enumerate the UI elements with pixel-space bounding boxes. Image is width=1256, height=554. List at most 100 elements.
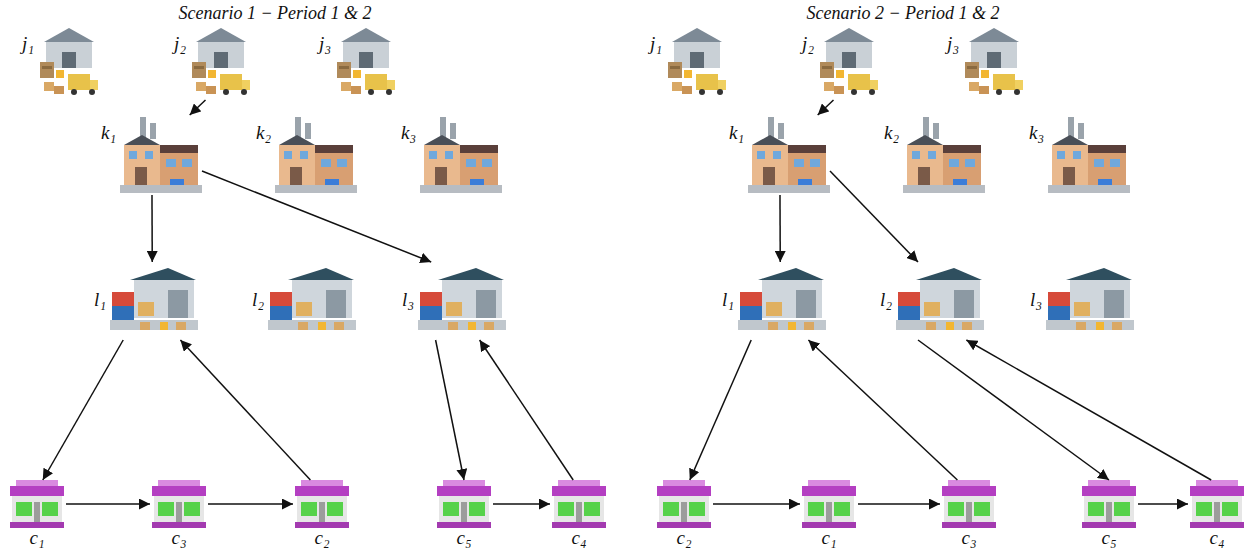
facility-label: j₂ <box>802 34 814 54</box>
customer-icon <box>152 480 206 528</box>
facility-label: l₂ <box>252 290 264 310</box>
facility-label: j₁ <box>22 34 34 54</box>
facility-node: c₄ <box>1188 480 1246 528</box>
supplier-icon <box>192 28 250 95</box>
facility-node: l₃ <box>418 262 506 340</box>
facility-node: j₃ <box>963 22 1025 100</box>
facility-label: j₁ <box>650 34 662 54</box>
factory-icon <box>275 117 357 193</box>
flow-arrow <box>190 100 206 115</box>
facility-node: j₃ <box>335 22 397 100</box>
facility-node: c₅ <box>1080 480 1138 528</box>
facility-node: c₁ <box>8 480 66 528</box>
facility-node: c₃ <box>940 480 998 528</box>
facility-node: j₁ <box>38 22 100 100</box>
flow-arrow <box>690 340 751 480</box>
customer-icon <box>1082 480 1136 528</box>
flow-arrow <box>151 195 153 262</box>
flow-arrow <box>208 503 293 505</box>
supplier-icon <box>40 28 98 95</box>
warehouse-icon <box>738 268 826 330</box>
flow-arrow <box>1138 503 1188 505</box>
factory-icon <box>420 117 502 193</box>
facility-node: c₃ <box>150 480 208 528</box>
facility-label: c₄ <box>571 528 586 548</box>
facility-node: c₁ <box>800 480 858 528</box>
flow-arrow <box>830 171 918 262</box>
facility-node: l₂ <box>268 262 356 340</box>
facility-label: j₂ <box>174 34 186 54</box>
facility-node: k₃ <box>420 115 502 195</box>
flow-arrow <box>180 340 310 480</box>
warehouse-icon <box>418 268 506 330</box>
facility-label: c₂ <box>676 528 691 548</box>
customer-icon <box>437 480 491 528</box>
warehouse-icon <box>268 268 356 330</box>
customer-icon <box>295 480 349 528</box>
flow-arrow <box>818 100 834 115</box>
scenario-heading: Scenario 2 − Period 1 & 2 <box>806 3 999 23</box>
flow-arrow <box>436 340 464 480</box>
scenario-heading: Scenario 1 − Period 1 & 2 <box>178 3 371 23</box>
facility-label: l₃ <box>402 290 414 310</box>
facility-node: k₂ <box>275 115 357 195</box>
facility-label: c₄ <box>1209 528 1224 548</box>
facility-node: k₁ <box>120 115 202 195</box>
flow-arrow <box>202 171 431 262</box>
facility-label: j₃ <box>319 34 331 54</box>
facility-node: k₃ <box>1048 115 1130 195</box>
customer-icon <box>10 480 64 528</box>
facility-label: l₂ <box>880 290 892 310</box>
facility-label: c₁ <box>821 528 836 548</box>
factory-icon <box>1048 117 1130 193</box>
facility-node: l₁ <box>738 262 826 340</box>
facility-label: c₃ <box>171 528 186 548</box>
facility-node: j₂ <box>190 22 252 100</box>
flow-arrow <box>858 503 940 505</box>
facility-node: c₅ <box>435 480 493 528</box>
facility-node: c₂ <box>655 480 713 528</box>
supplier-icon <box>965 28 1023 95</box>
facility-label: k₁ <box>101 123 116 143</box>
facility-label: j₃ <box>947 34 959 54</box>
facility-label: k₃ <box>1029 123 1044 143</box>
facility-label: l₁ <box>722 290 734 310</box>
flow-arrow <box>779 195 781 262</box>
factory-icon <box>903 117 985 193</box>
facility-node: l₂ <box>896 262 984 340</box>
facility-node: l₁ <box>110 262 198 340</box>
facility-node: j₁ <box>666 22 728 100</box>
flow-arrow <box>66 503 150 505</box>
supplier-icon <box>820 28 878 95</box>
customer-icon <box>942 480 996 528</box>
warehouse-icon <box>110 268 198 330</box>
facility-label: c₅ <box>456 528 471 548</box>
flow-arrow <box>480 340 574 480</box>
customer-icon <box>552 480 606 528</box>
facility-node: l₃ <box>1046 262 1134 340</box>
warehouse-icon <box>1046 268 1134 330</box>
facility-label: k₂ <box>256 123 271 143</box>
warehouse-icon <box>896 268 984 330</box>
facility-node: c₄ <box>550 480 608 528</box>
flow-arrow <box>918 340 1109 480</box>
customer-icon <box>1190 480 1244 528</box>
customer-icon <box>657 480 711 528</box>
facility-node: k₁ <box>748 115 830 195</box>
flow-arrow <box>808 340 957 480</box>
facility-label: k₂ <box>884 123 899 143</box>
facility-label: c₂ <box>314 528 329 548</box>
facility-label: c₅ <box>1101 528 1116 548</box>
facility-label: c₁ <box>29 528 44 548</box>
flow-arrow <box>493 503 550 505</box>
facility-node: k₂ <box>903 115 985 195</box>
customer-icon <box>802 480 856 528</box>
facility-node: c₂ <box>293 480 351 528</box>
facility-label: k₁ <box>729 123 744 143</box>
supplier-icon <box>668 28 726 95</box>
facility-label: k₃ <box>401 123 416 143</box>
